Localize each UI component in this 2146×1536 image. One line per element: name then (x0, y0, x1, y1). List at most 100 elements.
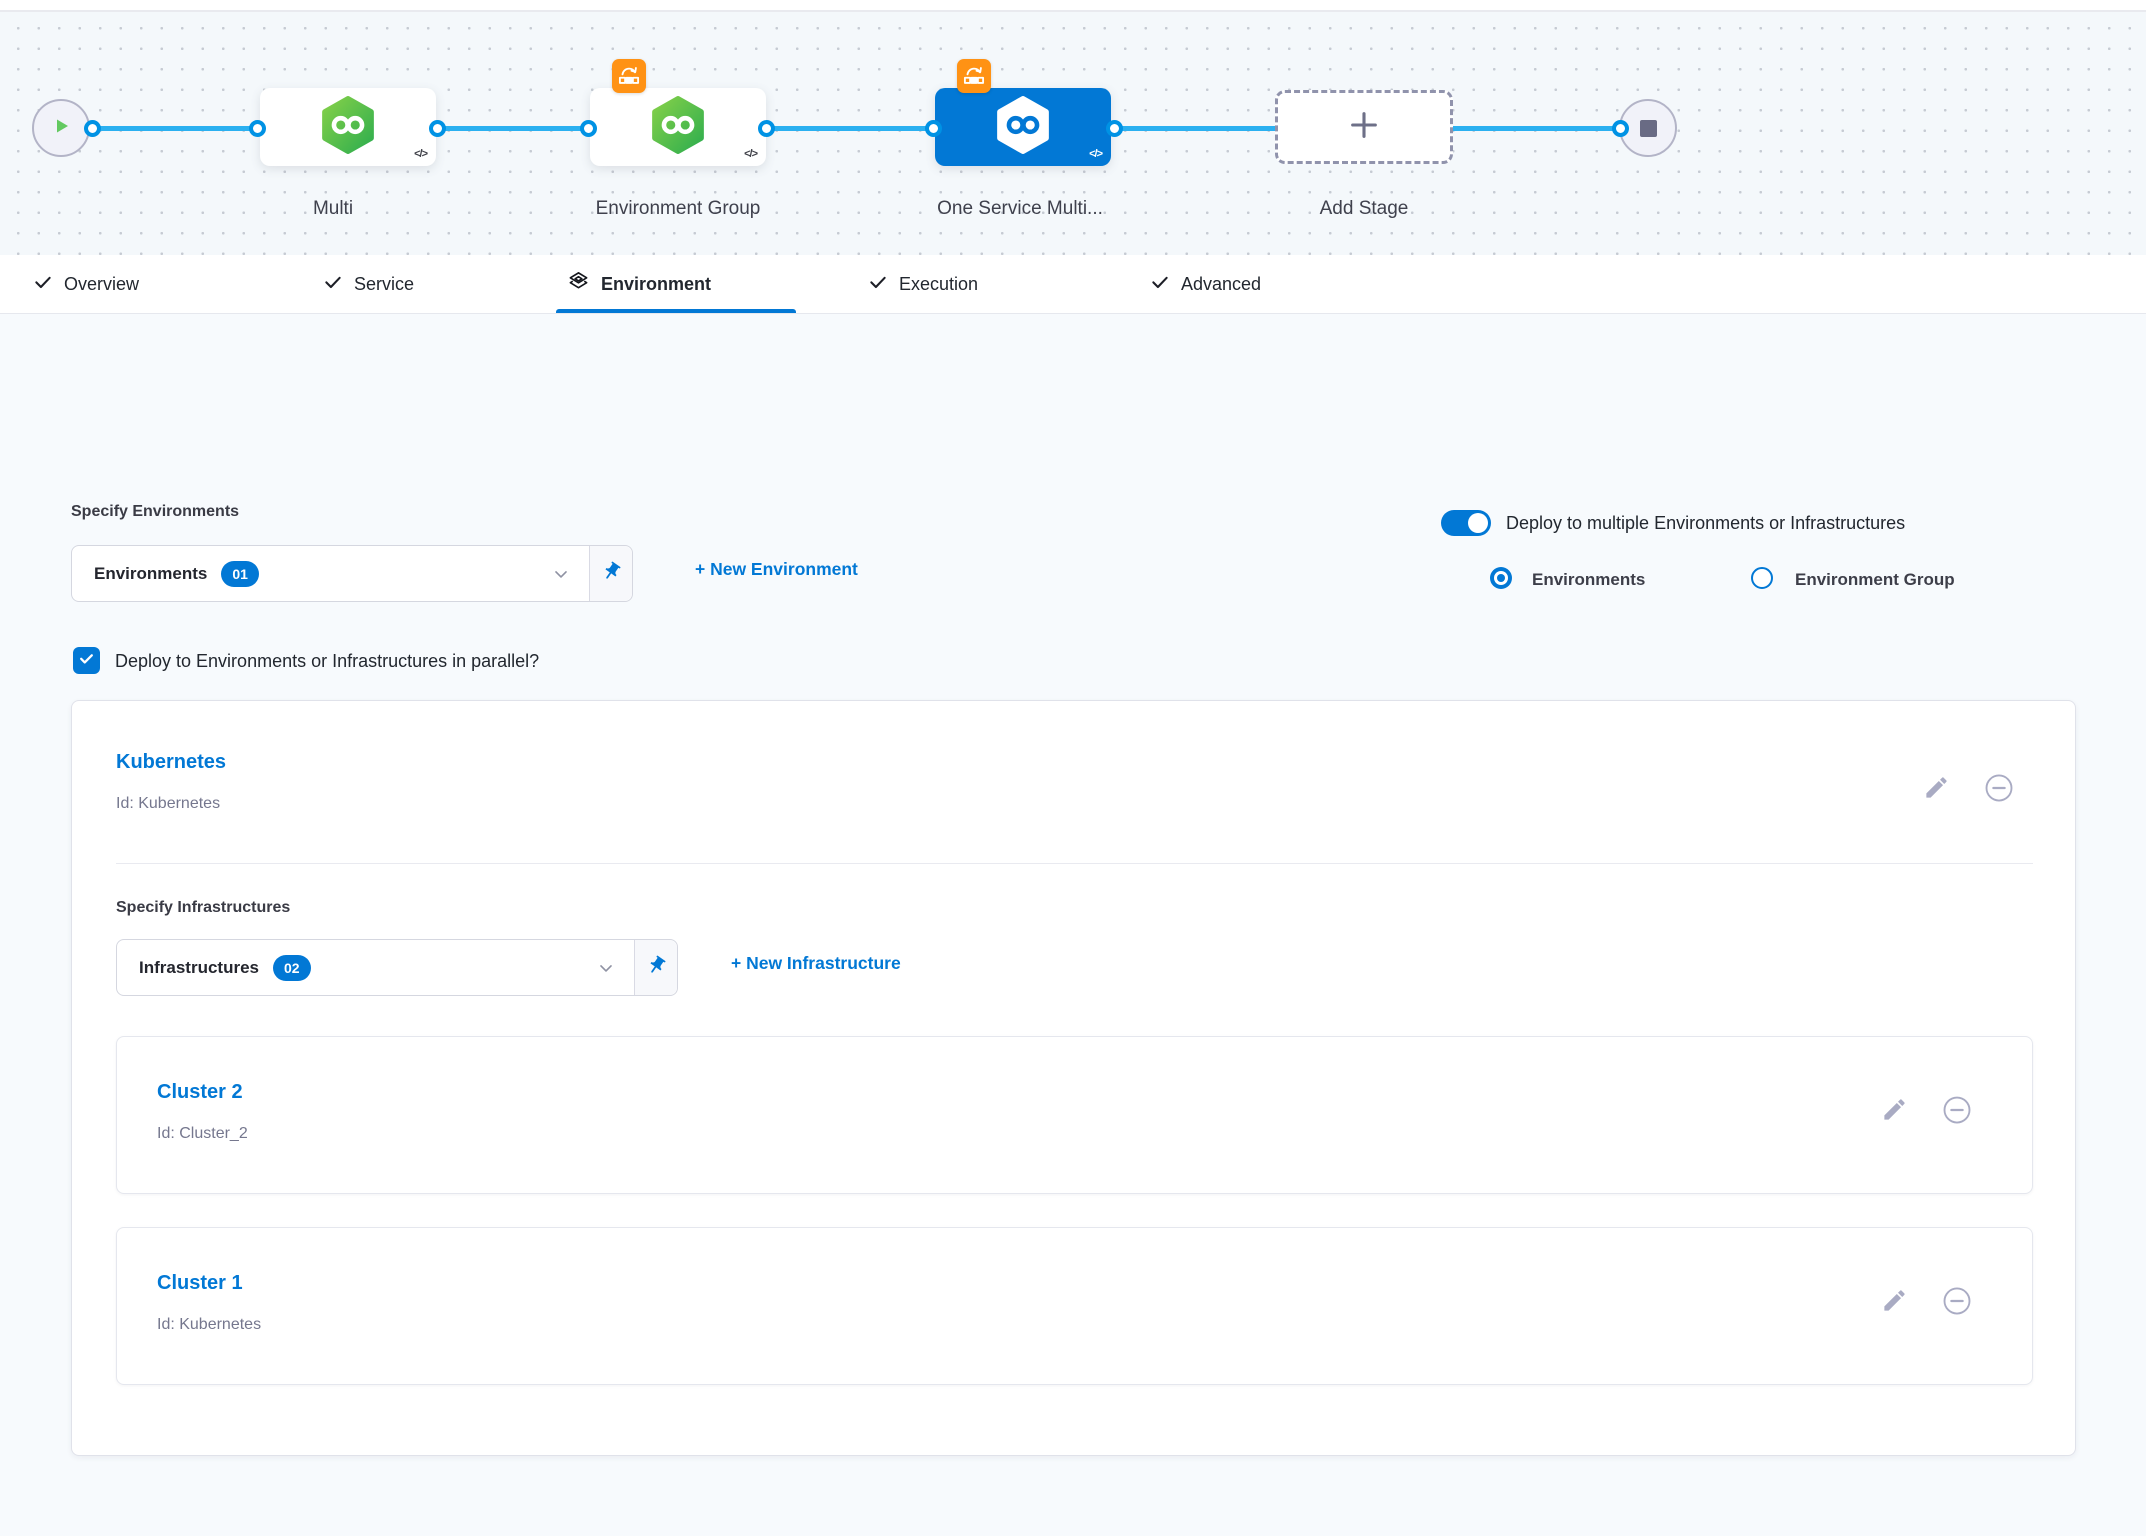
stage-node-multi[interactable]: </> (260, 88, 436, 166)
tab-label: Execution (899, 273, 979, 294)
stage-node-environment-group[interactable]: </> (590, 88, 766, 166)
stage-label: Multi (312, 198, 354, 219)
infrastructure-name-link[interactable]: Cluster 1 (157, 1272, 243, 1294)
yaml-code-glyph: </> (1089, 148, 1103, 160)
toggle-knob (1468, 513, 1488, 533)
edit-infrastructure-button[interactable] (1879, 1288, 1909, 1318)
specify-infrastructures-label: Specify Infrastructures (116, 899, 291, 916)
radio-environments-label[interactable]: Environments (1532, 570, 1646, 589)
stage-config-tabbar: Overview Service Environment Execution A… (0, 255, 2146, 314)
minus-circle-icon (1984, 773, 2014, 808)
infrastructure-id-text: Id: Kubernetes (157, 1316, 262, 1333)
chevron-down-icon (551, 564, 571, 584)
node-port (84, 120, 101, 137)
play-icon (49, 114, 73, 143)
node-port (1612, 120, 1629, 137)
minus-circle-icon (1942, 1286, 1972, 1321)
node-port (925, 120, 942, 137)
card-divider (116, 863, 2033, 864)
infrastructure-name-link[interactable]: Cluster 2 (157, 1081, 243, 1103)
deploy-multiple-toggle-label: Deploy to multiple Environments or Infra… (1506, 513, 1906, 533)
count-badge: 01 (221, 560, 259, 587)
tab-label: Environment (601, 273, 712, 294)
check-icon (1150, 272, 1170, 297)
tab-advanced[interactable]: Advanced (1150, 255, 1261, 313)
edge-connector (766, 126, 933, 131)
edit-environment-button[interactable] (1921, 775, 1951, 805)
environment-card-kubernetes: Kubernetes Id: Kubernetes Specify Infras… (71, 700, 2076, 1456)
node-port (1106, 120, 1123, 137)
stage-label: One Service Multi... (937, 198, 1103, 219)
remove-environment-button[interactable] (1984, 773, 2014, 808)
radio-environments[interactable] (1490, 567, 1512, 589)
rolling-deployment-badge-icon (612, 59, 646, 93)
add-stage-label: Add Stage (1319, 198, 1409, 219)
radio-environment-group-label[interactable]: Environment Group (1795, 570, 1955, 589)
edge-connector (96, 126, 257, 131)
pin-button[interactable] (589, 546, 632, 601)
harness-cd-icon (321, 95, 375, 160)
tab-execution[interactable]: Execution (868, 255, 978, 313)
specify-environments-label: Specify Environments (71, 503, 240, 520)
environment-id-text: Id: Kubernetes (116, 795, 221, 812)
node-port (758, 120, 775, 137)
tab-label: Overview (64, 273, 140, 294)
infrastructure-id-text: Id: Cluster_2 (157, 1125, 248, 1142)
pencil-icon (1881, 1287, 1908, 1319)
yaml-code-glyph: </> (744, 148, 758, 160)
select-label: Environments (94, 563, 208, 583)
stage-node-one-service-multi[interactable]: </> (935, 88, 1111, 166)
infrastructure-card-cluster-1: Cluster 1 Id: Kubernetes (116, 1227, 2033, 1385)
minus-circle-icon (1942, 1095, 1972, 1130)
stop-icon (1639, 119, 1657, 137)
environment-name-link[interactable]: Kubernetes (116, 751, 227, 773)
tab-environment[interactable]: Environment (567, 255, 711, 313)
rolling-deployment-badge-icon (957, 59, 991, 93)
node-port (429, 120, 446, 137)
check-icon (78, 650, 95, 672)
yaml-code-glyph: </> (414, 148, 428, 160)
tab-label: Service (354, 273, 415, 294)
environments-select-value[interactable]: Environments 01 (72, 546, 589, 601)
pin-icon (646, 955, 667, 981)
add-stage-button[interactable] (1275, 90, 1453, 164)
pin-icon (601, 561, 622, 587)
stage-label: Environment Group (595, 198, 761, 219)
check-icon (33, 272, 53, 297)
count-badge: 02 (272, 954, 311, 981)
environments-select[interactable]: Environments 01 (71, 545, 633, 602)
edge-connector (437, 126, 588, 131)
new-environment-link[interactable]: + New Environment (695, 559, 858, 579)
environment-layers-icon (567, 270, 590, 298)
chevron-down-icon (596, 958, 616, 978)
tab-label: Advanced (1181, 273, 1262, 294)
pipeline-start-button[interactable] (32, 99, 90, 157)
check-icon (868, 272, 888, 297)
infrastructures-select[interactable]: Infrastructures 02 (116, 939, 678, 996)
remove-infrastructure-button[interactable] (1942, 1286, 1972, 1321)
active-tab-underline (556, 309, 796, 313)
node-port (580, 120, 597, 137)
node-port (249, 120, 266, 137)
tab-overview[interactable]: Overview (33, 255, 139, 313)
edit-infrastructure-button[interactable] (1879, 1097, 1909, 1127)
deploy-multiple-toggle[interactable] (1441, 510, 1491, 536)
select-label: Infrastructures (139, 957, 259, 977)
tab-service[interactable]: Service (323, 255, 414, 313)
plus-icon (1347, 108, 1381, 147)
pencil-icon (1923, 774, 1950, 806)
infrastructures-select-value[interactable]: Infrastructures 02 (117, 940, 634, 995)
infrastructure-card-cluster-2: Cluster 2 Id: Cluster_2 (116, 1036, 2033, 1194)
environment-tab-panel: Specify Environments Environments 01 + N… (0, 313, 2146, 1536)
canvas-top-strip (0, 0, 2146, 12)
new-infrastructure-link[interactable]: + New Infrastructure (731, 953, 901, 973)
harness-cd-icon (996, 95, 1050, 160)
check-icon (323, 272, 343, 297)
pin-button[interactable] (634, 940, 677, 995)
pipeline-canvas[interactable]: </> Multi </> Environment Group (0, 12, 2146, 255)
pencil-icon (1881, 1096, 1908, 1128)
radio-environment-group[interactable] (1751, 567, 1773, 589)
harness-cd-icon (651, 95, 705, 160)
parallel-checkbox[interactable] (73, 647, 100, 674)
remove-infrastructure-button[interactable] (1942, 1095, 1972, 1130)
